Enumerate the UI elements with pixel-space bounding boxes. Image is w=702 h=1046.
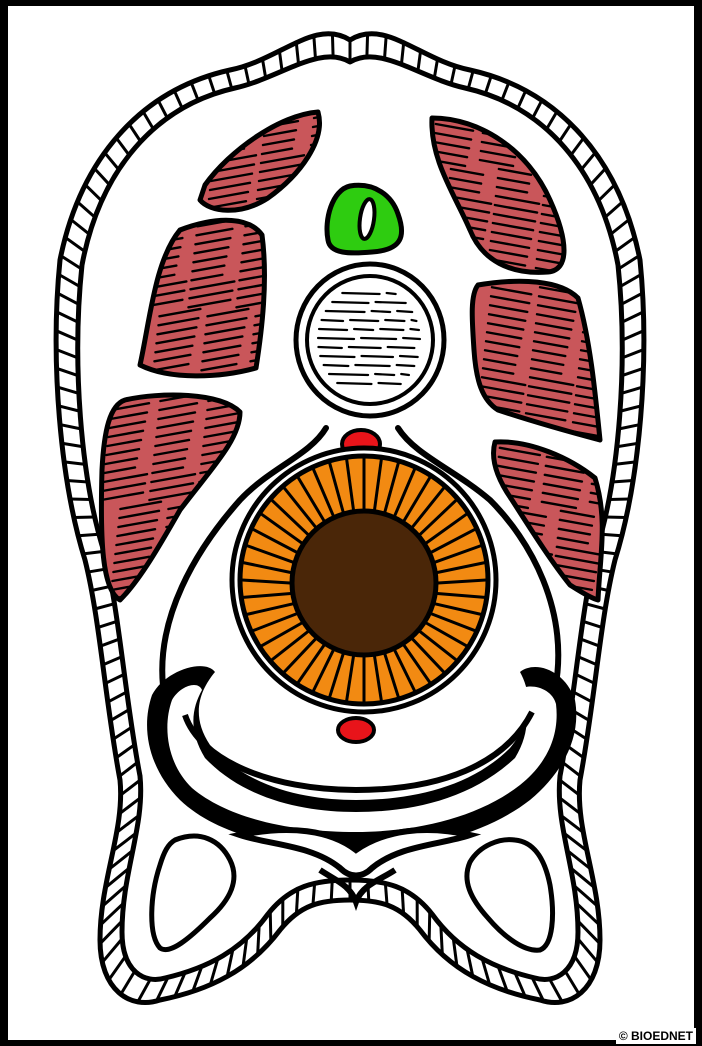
notochord-vacuole-line: [385, 320, 404, 321]
notochord-vacuole-line: [375, 374, 394, 375]
epidermis-cell-wall: [314, 36, 316, 59]
epidermis-cell-wall: [609, 499, 630, 500]
notochord-vacuole-line: [342, 293, 379, 294]
notochord-vacuole-line: [400, 356, 418, 357]
epidermis-cell-wall: [385, 883, 387, 905]
notochord-vacuole-line: [319, 329, 347, 330]
notochord-vacuole-line: [362, 356, 394, 357]
epidermis-cell-wall: [70, 499, 91, 500]
notochord-vacuole-line: [361, 338, 396, 339]
epidermis-cell-wall: [612, 481, 633, 483]
notochord-vacuole-line: [322, 320, 344, 321]
epidermis-cell-wall: [367, 34, 368, 57]
notochord-vacuole-line: [332, 302, 368, 303]
gut-lumen: [292, 511, 436, 655]
notochord-vacuole-line: [380, 329, 403, 330]
epidermis-cell-wall: [296, 889, 297, 914]
gut: [232, 448, 496, 712]
notochord-vacuole-line: [387, 293, 396, 294]
epidermis-cell-wall: [429, 911, 430, 941]
epidermis-cell-wall: [258, 925, 260, 954]
notochord-vacuole-line: [411, 320, 416, 321]
notochord-vacuole-line: [326, 311, 365, 312]
notochord-vacuole-line: [376, 302, 406, 303]
notochord-vacuole-line: [378, 383, 400, 384]
epidermis-cell-wall: [385, 36, 387, 59]
epidermis-cell-wall: [402, 889, 403, 914]
ventral-vessel: [338, 718, 374, 742]
notochord-vacuole-line: [410, 329, 419, 330]
epidermis-cell-wall: [270, 911, 271, 941]
notochord-vacuole-line: [388, 347, 415, 348]
epidermis-cell-wall: [332, 34, 333, 57]
epidermis-cell-wall: [78, 534, 99, 535]
notochord-vacuole-line: [350, 320, 378, 321]
notochord-vacuole-line: [397, 311, 412, 312]
notochord-vacuole-line: [349, 347, 381, 348]
notochord-vacuole-line: [337, 383, 371, 384]
notochord-vacuole-line: [320, 356, 354, 357]
epidermis-cell-wall: [331, 881, 332, 901]
epidermis-cell-wall: [441, 925, 443, 954]
notochord: [296, 264, 444, 416]
notochord-vacuole-line: [324, 365, 349, 366]
epidermis-cell-wall: [67, 481, 88, 483]
notochord-vacuole-line: [318, 338, 354, 339]
notochord-vacuole-line: [354, 329, 373, 330]
epidermis-cell-wall: [313, 883, 315, 905]
notochord-vacuole-line: [397, 365, 415, 366]
notochord-vacuole-line: [355, 365, 389, 366]
notochord-vacuole-line: [403, 338, 420, 339]
copyright-credit: © BIOEDNET: [616, 1028, 696, 1044]
notochord-vacuole-line: [318, 347, 341, 348]
notochord-vacuole-line: [329, 374, 368, 375]
notochord-vacuole-line: [401, 374, 409, 375]
notochord-vacuole-line: [372, 311, 391, 312]
